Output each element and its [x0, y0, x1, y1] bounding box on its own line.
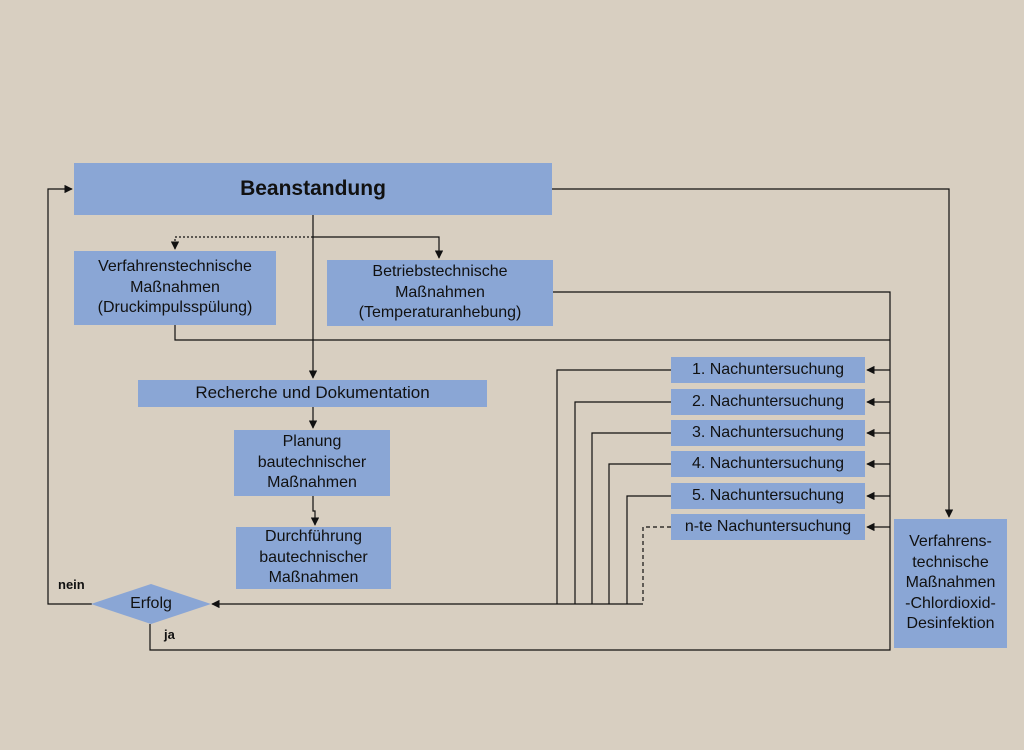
feedback-n3: [591, 432, 671, 604]
chlordioxid-label: Verfahrens- technische Maßnahmen -Chlord…: [905, 533, 996, 633]
connector-planung-durchfuehrung: [310, 496, 320, 526]
beanstandung-label: Beanstandung: [240, 176, 386, 200]
connector-to-verfahren-dotted: [170, 236, 313, 250]
nachuntersuchung-label: 1. Nachuntersuchung: [691, 360, 845, 378]
nachuntersuchung-label: 3. Nachuntersuchung: [691, 423, 845, 441]
beanstandung-box: Beanstandung: [74, 163, 552, 215]
feedback-n6-dashed: [642, 526, 671, 604]
connector-verfahren-bus: [174, 325, 890, 341]
ja-label: ja: [164, 627, 175, 642]
connector-betrieb-bus: [149, 291, 891, 651]
verfahrenstechnische-label: Verfahrenstechnische Maßnahmen (Druckimp…: [97, 258, 253, 317]
verfahrenstechnische-massnahmen-box: Verfahrenstechnische Maßnahmen (Druckimp…: [74, 251, 276, 325]
planung-box: Planung bautechnischer Maßnahmen: [234, 430, 390, 496]
erfolg-diamond: [91, 584, 211, 624]
nachuntersuchung-box: 2. Nachuntersuchung: [671, 389, 865, 415]
recherche-label: Recherche und Dokumentation: [195, 383, 430, 403]
recherche-box: Recherche und Dokumentation: [138, 380, 487, 407]
feedback-n2: [574, 401, 671, 604]
durchfuehrung-label: Durchführung bautechnischer Maßnahmen: [259, 528, 368, 587]
nachuntersuchung-label: 2. Nachuntersuchung: [691, 392, 845, 410]
chlordioxid-desinfektion-box: Verfahrens- technische Maßnahmen -Chlord…: [894, 519, 1007, 648]
nein-label: nein: [58, 577, 85, 592]
nachuntersuchung-label: 5. Nachuntersuchung: [691, 486, 845, 504]
nachuntersuchung-box: 4. Nachuntersuchung: [671, 451, 865, 477]
betriebstechnische-massnahmen-box: Betriebstechnische Maßnahmen (Temperatur…: [327, 260, 553, 326]
feedback-n1: [556, 369, 671, 604]
feedback-n4: [608, 463, 671, 604]
nachuntersuchung-label: 4. Nachuntersuchung: [691, 454, 845, 472]
feedback-n5: [626, 495, 671, 604]
nachuntersuchung-label: n-te Nachuntersuchung: [684, 517, 852, 535]
nachuntersuchung-box: n-te Nachuntersuchung: [671, 514, 865, 540]
connector-to-betrieb: [313, 236, 444, 259]
nachuntersuchung-box: 3. Nachuntersuchung: [671, 420, 865, 446]
nachuntersuchung-box: 1. Nachuntersuchung: [671, 357, 865, 383]
erfolg-label: Erfolg: [130, 595, 172, 612]
connector-nein-loop: [47, 184, 92, 605]
nachuntersuchung-box: 5. Nachuntersuchung: [671, 483, 865, 509]
betriebstechnische-label: Betriebstechnische Maßnahmen (Temperatur…: [358, 263, 522, 322]
connector-beanstandung-chlordioxid: [552, 188, 954, 518]
durchfuehrung-box: Durchführung bautechnischer Maßnahmen: [236, 527, 391, 589]
planung-label: Planung bautechnischer Maßnahmen: [257, 433, 367, 492]
